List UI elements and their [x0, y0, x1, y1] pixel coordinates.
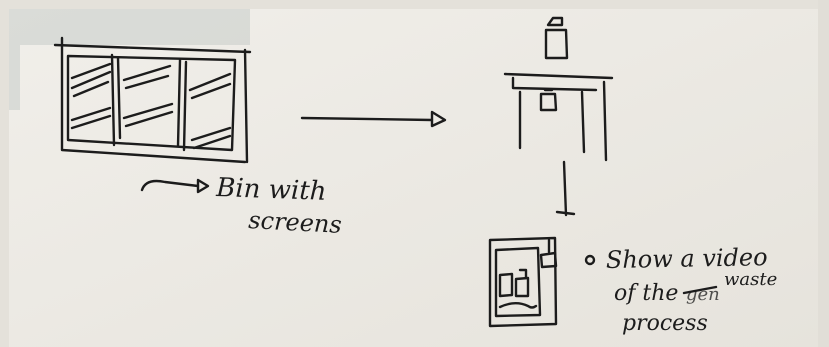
- bin-with-screens-drawing: [53, 36, 252, 164]
- bin-label-line1: Bin with: [215, 173, 327, 207]
- shadow-panel: [9, 9, 250, 110]
- video-note-inserted-word: waste: [724, 269, 777, 290]
- bin-label-line2: screens: [248, 206, 343, 239]
- label-pointer: [140, 179, 200, 192]
- video-note-line3: process: [622, 311, 708, 336]
- top-border: [0, 0, 829, 9]
- collection-unit-drawing: [503, 16, 614, 217]
- bullet-dot: [584, 254, 596, 266]
- right-border: [818, 0, 829, 347]
- video-note-line2: of the: [614, 281, 678, 306]
- strikeout: [682, 285, 718, 295]
- video-screen-drawing: [488, 236, 558, 328]
- flow-arrow: [300, 110, 447, 128]
- video-note-line1: Show a video: [606, 243, 768, 274]
- video-note-crossed-word: gen: [686, 284, 720, 305]
- left-border: [0, 0, 9, 347]
